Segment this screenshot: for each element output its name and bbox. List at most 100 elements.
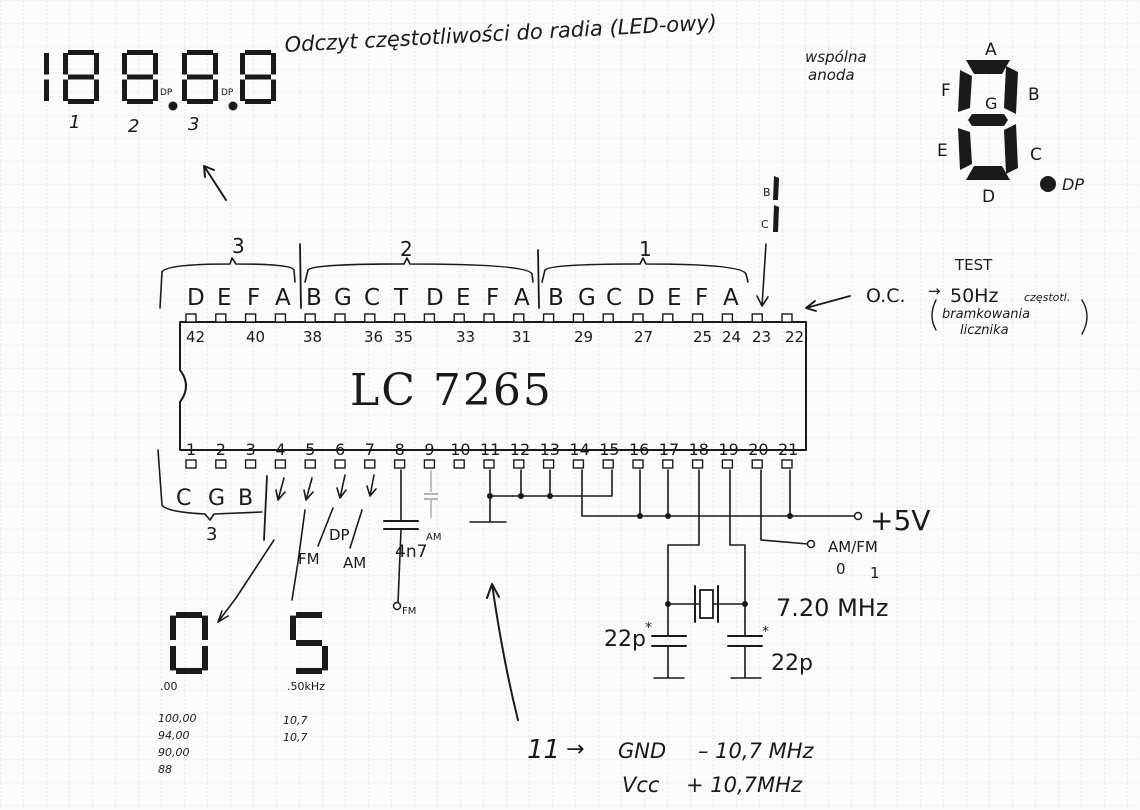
top-pin-41 — [215, 313, 227, 323]
display-digit-1 — [44, 53, 49, 101]
display-digit-3-segment-f — [122, 53, 127, 75]
footnote-gnd: GND — [618, 739, 666, 763]
top-pin-number-42: 42 — [186, 328, 205, 346]
bottom-pin-number-4: 4 — [275, 440, 285, 459]
top-pin-40 — [244, 313, 257, 323]
cap-c1-label: 22p — [604, 627, 646, 652]
bottom-pin-17 — [662, 459, 674, 469]
junction-xtal-1 — [665, 601, 671, 607]
top-pin-39 — [274, 313, 287, 323]
mark-c-segment — [773, 205, 779, 232]
mark-b-label: B — [763, 186, 771, 199]
mark-c-label: C — [761, 218, 769, 231]
crystal-wires — [667, 469, 746, 636]
dp-label-1: DP — [160, 88, 173, 98]
left-note-2: 94,00 — [158, 729, 190, 742]
top-pin-number-25: 25 — [693, 328, 712, 346]
display-digit-4-segment-e — [182, 79, 187, 101]
brace-group-1 — [541, 257, 749, 283]
test-arrow: → — [928, 282, 941, 300]
junction-21 — [787, 513, 793, 519]
junction-xtal-2 — [742, 601, 748, 607]
bottom-pin-7 — [364, 459, 376, 469]
top-letter-group1-4: D — [637, 285, 655, 311]
seg-label-d: D — [982, 187, 995, 207]
cap-c1-star: * — [645, 620, 652, 636]
top-pin-number-40: 40 — [246, 328, 265, 346]
bottom-pin-number-17: 17 — [659, 440, 679, 459]
top-pin-24 — [721, 313, 734, 323]
segment-legend: wspólna anoda A B C D E F G DP — [805, 40, 1084, 207]
label-fm: FM — [298, 550, 320, 568]
display-digit-2-segment-f — [63, 53, 68, 75]
brace-group-bottom — [157, 449, 263, 521]
junction-17 — [665, 513, 671, 519]
top-letter-group3-2: E — [217, 285, 232, 311]
bottom-pin-1 — [185, 459, 197, 469]
pin4-arrow — [275, 477, 286, 501]
seg-label-a: A — [985, 40, 997, 60]
small-digit-right-segment-a — [296, 612, 322, 618]
brace-group-3 — [159, 257, 296, 309]
top-pin-38 — [304, 313, 316, 323]
bottom-pin-number-6: 6 — [335, 440, 345, 459]
test-arrow-line — [805, 295, 851, 312]
footnote-vcc: Vcc — [622, 773, 660, 797]
display-digit-2-segment-g — [68, 74, 94, 80]
group-3-number: 3 — [232, 234, 245, 258]
bottom-pin-11 — [483, 459, 495, 469]
label-dp: DP — [329, 526, 350, 544]
bottom-pin-3 — [244, 459, 257, 469]
top-letter-group3-3: F — [247, 285, 260, 311]
test-oc: O.C. — [866, 285, 906, 307]
junction-12 — [518, 493, 524, 499]
pin8-fm-lead — [397, 529, 402, 604]
vcc-bus: +5V — [581, 469, 930, 537]
amfm-terminal — [806, 539, 816, 549]
display-digit-3-segment-d — [127, 99, 153, 104]
vcc-bus-lines — [581, 469, 856, 517]
top-pin-37 — [334, 313, 346, 323]
junction-11 — [487, 493, 493, 499]
top-letter-group1-3: C — [606, 285, 622, 311]
bottom-pin-5 — [304, 459, 316, 469]
top-letter-group3-4: A — [275, 285, 291, 311]
group-1-number: 1 — [639, 237, 652, 261]
small-digit-right-segment-f — [290, 615, 296, 640]
display-digit-5-segment-d — [245, 99, 271, 104]
digit-index-3: 3 — [188, 114, 199, 135]
decimal-point-1 — [168, 101, 178, 111]
am-small-label: AM — [426, 532, 441, 543]
display-digit-4-segment-f — [182, 53, 187, 75]
pin11-note-arrow — [486, 583, 519, 721]
bottom-pin-20 — [751, 459, 763, 469]
top-pin-number-22: 22 — [785, 328, 804, 346]
top-pin-number-33: 33 — [456, 328, 475, 346]
top-pin-31 — [513, 313, 525, 323]
top-pin-number-23: 23 — [752, 328, 771, 346]
brace-group-2 — [304, 257, 534, 283]
top-letter-group1-7: A — [723, 285, 739, 311]
bottom-pin-number-1: 1 — [186, 440, 196, 459]
vcc-terminal — [853, 511, 863, 521]
display-digit-5-segment-f — [240, 53, 245, 75]
display-digit-4-segment-g — [187, 74, 213, 80]
bottom-pin-number-12: 12 — [510, 440, 530, 459]
top-pin-42 — [185, 313, 197, 323]
legend-segment-a — [966, 60, 1010, 74]
top-letter-group1-6: F — [695, 285, 708, 311]
chip-name: LC 7265 — [350, 365, 553, 416]
label-am: AM — [343, 554, 366, 572]
pin-connections-left: DP AM FM 4n7 FM AM — [217, 469, 441, 623]
small-digits: .00 .50kHz 100,00 94,00 90,00 88 10,7 10… — [158, 612, 328, 776]
bottom-pin-number-14: 14 — [569, 440, 589, 459]
top-pin-number-35: 35 — [394, 328, 413, 346]
dp-label-2: DP — [221, 88, 234, 98]
legend-note-1: wspólna — [805, 48, 867, 66]
footnote: 11 → GND – 10,7 MHz Vcc + 10,7MHz — [527, 735, 815, 797]
legend-segment-c — [1004, 124, 1018, 174]
bottom-pin-number-10: 10 — [450, 440, 470, 459]
group-divider-3-2 — [299, 243, 302, 309]
